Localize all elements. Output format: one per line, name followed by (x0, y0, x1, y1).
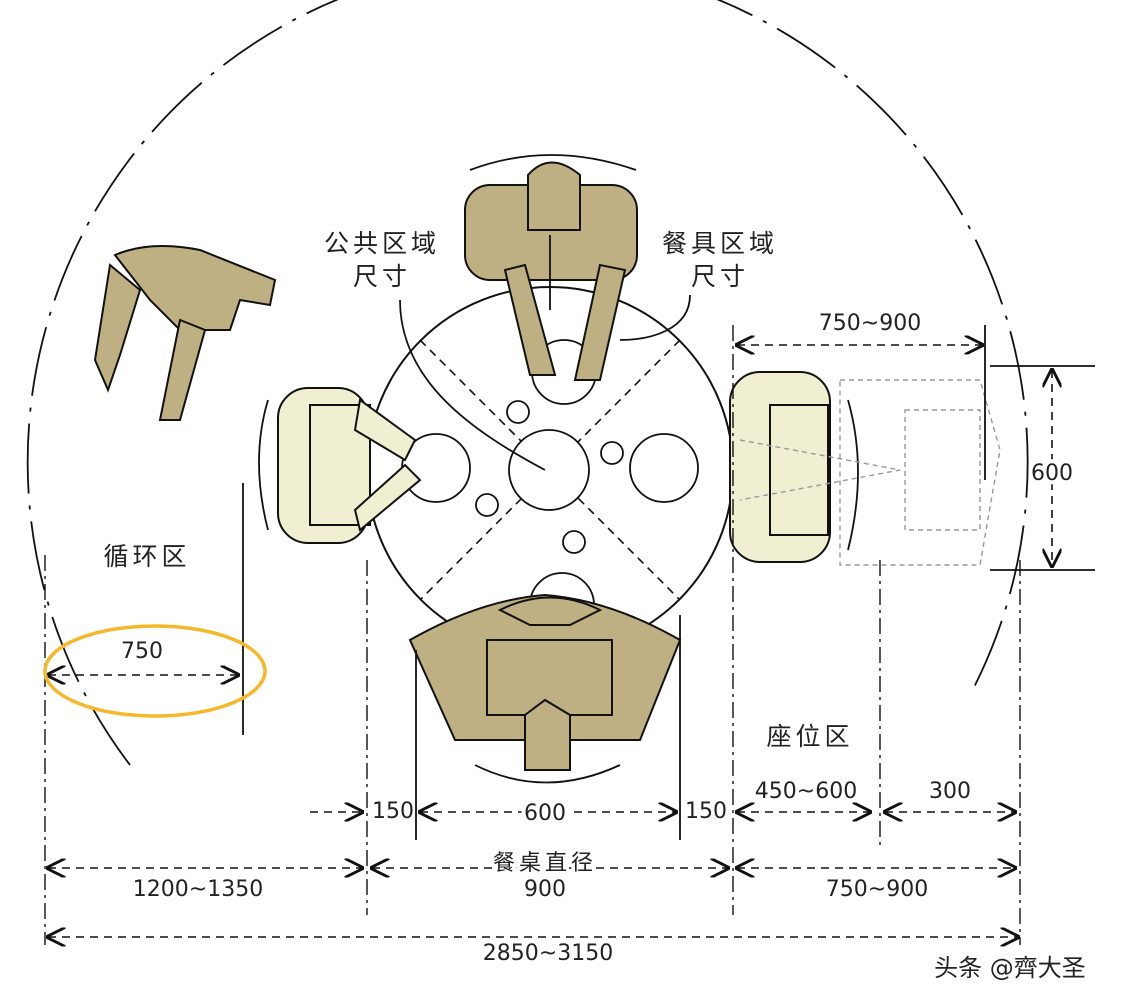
label-seating-zone: 座位区 (766, 722, 853, 751)
person-left (258, 387, 422, 544)
person-top (464, 154, 638, 381)
dim-table-diameter: 900 (524, 877, 566, 902)
reference-lines (44, 325, 1021, 945)
label-public-line2: 尺寸 (353, 262, 411, 291)
dim-right-total: 750~900 (826, 877, 928, 902)
dim-place-width: 600 (524, 801, 566, 826)
dim-circulation: 750 (121, 639, 163, 664)
circulation-arc (26, 0, 1029, 766)
dimension-arrows (48, 345, 1052, 937)
dim-push-back: 300 (929, 779, 971, 804)
dim-gap-left: 150 (372, 799, 414, 824)
label-public-line1: 公共区域 (324, 229, 440, 258)
highlight-ellipse (43, 624, 267, 718)
label-circulation-zone: 循环区 (103, 542, 190, 571)
leader-public (399, 299, 546, 471)
dim-seat-depth: 450~600 (755, 779, 857, 804)
dim-chair-depth-top: 750~900 (819, 311, 921, 336)
person-bottom (408, 593, 682, 784)
label-table-diameter: 餐桌直径 (493, 851, 597, 876)
dim-left-total: 1200~1350 (133, 877, 263, 902)
leader-tableware (619, 294, 691, 341)
person-walking (93, 245, 277, 421)
dim-chair-width: 600 (1031, 461, 1073, 486)
label-tableware-line1: 餐具区域 (662, 229, 778, 258)
watermark: 头条 @齊大圣 (934, 954, 1086, 982)
label-tableware-line2: 尺寸 (691, 262, 749, 291)
dim-overall: 2850~3150 (483, 941, 613, 966)
extension-lines (242, 325, 1095, 840)
person-right (729, 371, 1001, 566)
dim-gap-right: 150 (685, 799, 727, 824)
